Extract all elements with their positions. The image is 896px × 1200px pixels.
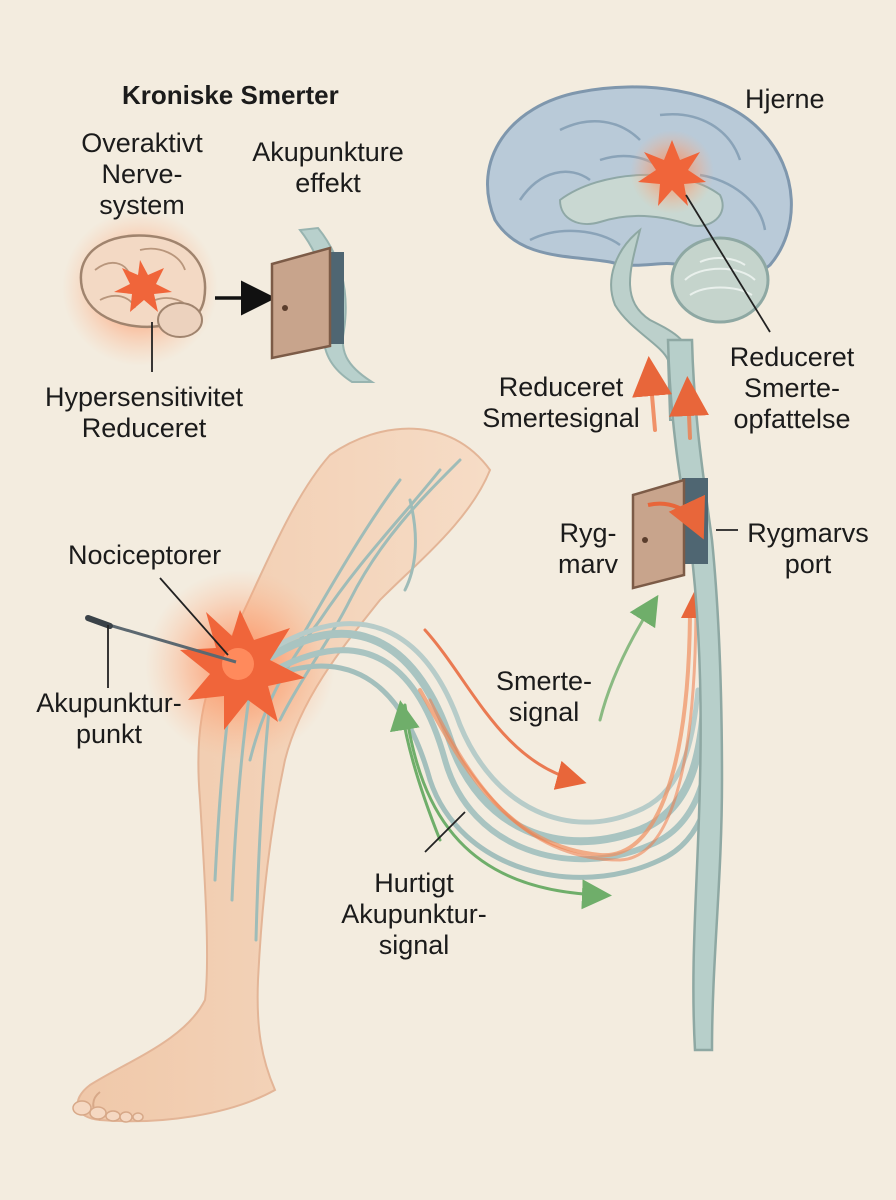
label-line: Akupunktur-: [36, 688, 182, 718]
label-spinal-cord: Ryg- marv: [552, 518, 624, 580]
leader-lines: [107, 194, 771, 853]
acu-effect-door: [270, 226, 376, 383]
small-brain-burst: [114, 260, 172, 312]
label-line: Akupunkture: [252, 137, 404, 167]
label-acupuncture-effect: Akupunkture effekt: [240, 137, 416, 199]
label-line: port: [784, 549, 832, 579]
label-nociceptors: Nociceptorer: [68, 540, 222, 570]
label-line: signal: [378, 930, 450, 960]
label-line: Reduceret: [81, 413, 207, 443]
label-overactive-nervous-system: Overaktivt Nerve- system: [72, 128, 212, 221]
label-line: signal: [508, 697, 580, 727]
brain-pain-burst: [638, 140, 706, 206]
label-line: Hypersensitivitet: [44, 382, 244, 412]
label-line: Reduceret: [498, 372, 624, 402]
label-line: Rygmarvs: [747, 518, 869, 548]
diagram-title: Kroniske Smerter: [122, 80, 339, 110]
acu-signal-arrows: [389, 594, 659, 910]
label-reduced-pain-perception: Reduceret Smerte- opfattelse: [722, 342, 862, 435]
label-line: punkt: [75, 719, 143, 749]
spinal-gate-door: [631, 478, 705, 590]
label-line: Reduceret: [729, 342, 855, 372]
brain-small: [62, 210, 218, 372]
label-line: opfattelse: [733, 404, 851, 434]
label-line: Hurtigt: [374, 868, 454, 898]
reduced-signal-arrows: [632, 356, 710, 440]
label-line: system: [99, 190, 185, 220]
label-line: Nerve-: [101, 159, 183, 189]
label-pain-signal: Smerte- signal: [490, 666, 598, 728]
label-line: Overaktivt: [81, 128, 203, 158]
label-spinal-gate: Rygmarvs port: [740, 518, 876, 580]
label-line: marv: [558, 549, 618, 579]
label-hypersensitivity: Hypersensitivitet Reduceret: [30, 382, 258, 444]
acupuncture-needle: [85, 615, 237, 664]
label-line: Smerte-: [743, 373, 841, 403]
label-line: Ryg-: [559, 518, 617, 548]
label-line: Smerte-: [495, 666, 593, 696]
label-reduced-pain-signal: Reduceret Smertesignal: [475, 372, 647, 434]
label-line: Akupunktur-: [341, 899, 487, 929]
pain-signal-arrows: [418, 588, 711, 862]
label-line: Smertesignal: [482, 403, 640, 433]
label-brain: Hjerne: [745, 84, 825, 114]
label-line: effekt: [295, 168, 361, 198]
label-acupuncture-point: Akupunktur- punkt: [24, 688, 194, 750]
knee-burst: [180, 610, 305, 730]
label-fast-acupuncture-signal: Hurtigt Akupunktur- signal: [330, 868, 498, 961]
